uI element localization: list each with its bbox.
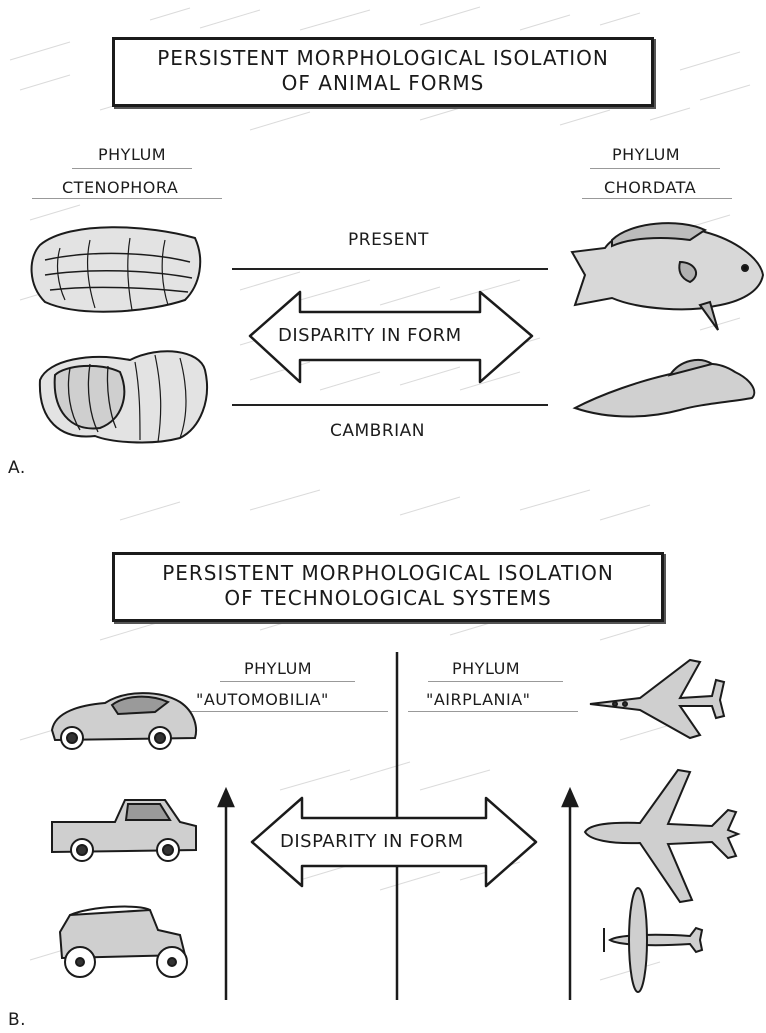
panel-b-letter: B. (8, 1010, 26, 1030)
